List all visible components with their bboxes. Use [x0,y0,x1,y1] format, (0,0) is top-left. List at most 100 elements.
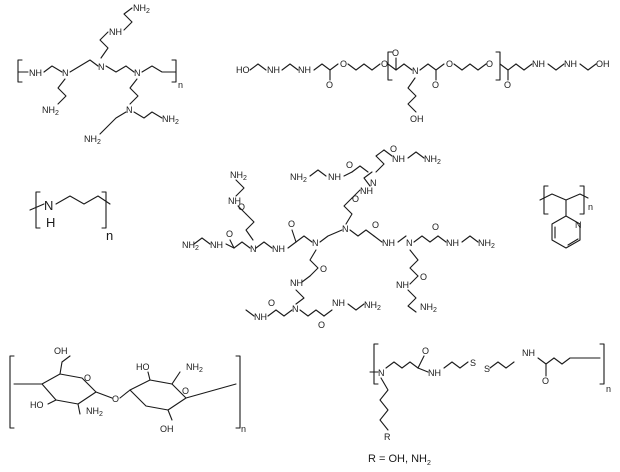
nh-label: NH [228,196,241,206]
right-bracket [599,343,605,385]
n-label: N [575,220,582,230]
nh-label: NH [29,68,42,78]
n-label: N [378,368,385,378]
nh-label: NH [298,65,311,75]
n-label: N [62,68,69,78]
nh2-label: NH2 [478,238,495,250]
o-label: O [372,220,379,230]
nh2-label: NH2 [84,134,101,146]
repeat-n: n [106,228,113,243]
o-label: O [340,59,347,69]
nh2-label: NH2 [86,406,103,418]
n-label: N [250,244,257,254]
nh-label: NH [396,280,409,290]
o-label: O [318,320,325,330]
nh-label: NH [290,278,303,288]
o-label: O [392,48,399,58]
repeat-n: n [178,80,183,90]
repeat-n: n [241,424,246,434]
o-label: O [542,376,549,386]
nh2-label: NH2 [186,362,203,374]
nh2-label: NH2 [420,302,437,314]
left-bracket [373,343,379,385]
nh-label: NH [428,368,441,378]
n-label: N [134,68,141,78]
o-label: O [226,229,233,239]
nh-label: NH [360,186,373,196]
n-label: N [342,224,349,234]
left-bracket [9,355,15,429]
nh-label: NH [532,59,545,69]
nh-label: NH [272,244,285,254]
nh-label: NH [522,348,535,358]
nh-label: NH [382,238,395,248]
nh-label: NH [392,154,405,164]
s-label: S [484,364,490,374]
o-label: O [238,202,245,212]
r-group-legend: R = OH, NH2 [368,453,431,467]
o-label: O [381,59,388,69]
o-label: O [112,394,119,404]
o-label: O [422,346,429,356]
linear-pei-structure: N H n [29,191,113,243]
nh2-label: NH2 [364,300,381,312]
n-label: N [44,198,53,213]
pamam-dendrimer-structure: N N O NH N O NH NH2 O NH NH2 O NH N O [182,144,495,330]
right-bracket [579,185,585,215]
n-label: N [126,105,133,115]
branched-pei-structure: n NH N N N NH2 NH NH2 N NH2 NH2 [17,3,183,146]
nh-label: NH [210,240,223,250]
h-label: H [46,215,55,230]
disulfide-polyamidoamine-structure: n N O NH S S NH O R R = OH, NH2 [368,343,611,467]
o-label: O [504,80,511,90]
left-bracket [17,59,23,83]
ho-label: HO [136,362,150,372]
left-bracket [35,191,41,229]
n-label: N [292,304,299,314]
o-label: O [288,219,295,229]
repeat-n: n [588,202,593,212]
o-label: O [390,144,397,154]
s-label: S [470,358,476,368]
oh-label: OH [596,59,610,69]
left-bracket [543,185,549,215]
nh-label: NH [328,172,341,182]
left-bracket [387,51,393,81]
pyridine-ring [551,215,581,249]
nh-label: NH [564,59,577,69]
o-label: O [486,59,493,69]
right-bracket [495,51,501,81]
n-label: N [370,178,377,188]
nh2-label: NH2 [230,170,247,182]
o-label: O [320,264,327,274]
o-label: O [352,194,359,204]
chitosan-structure: n O OH HO NH2 O O HO NH2 OH [9,346,246,434]
nh2-label: NH2 [162,114,179,126]
nh2-label: NH2 [133,3,150,15]
ho-label: HO [236,65,250,75]
nh-label: NH [267,65,280,75]
nh-label: NH [254,312,267,322]
poly-vinylpyridine-structure: N n [539,185,593,249]
nh2-label: NH2 [182,240,199,252]
o-label: O [182,386,189,396]
n-label: N [406,238,413,248]
right-bracket [101,191,107,229]
repeat-n: n [606,384,611,394]
nh2-label: NH2 [290,172,307,184]
nh2-label: NH2 [424,154,441,166]
n-label: N [312,238,319,248]
oh-label: OH [410,114,424,124]
right-bracket [235,355,241,429]
o-label: O [326,80,333,90]
o-label: O [268,298,275,308]
nh-label: NH [446,238,459,248]
n-label: N [98,62,105,72]
oh-label: OH [160,424,174,434]
o-label: O [84,373,91,383]
poly-beta-amino-ester-structure: HO NH NH O O O O N O O O OH O NH NH [236,48,610,124]
n-label: N [412,66,419,76]
sugar-ring [129,379,187,411]
